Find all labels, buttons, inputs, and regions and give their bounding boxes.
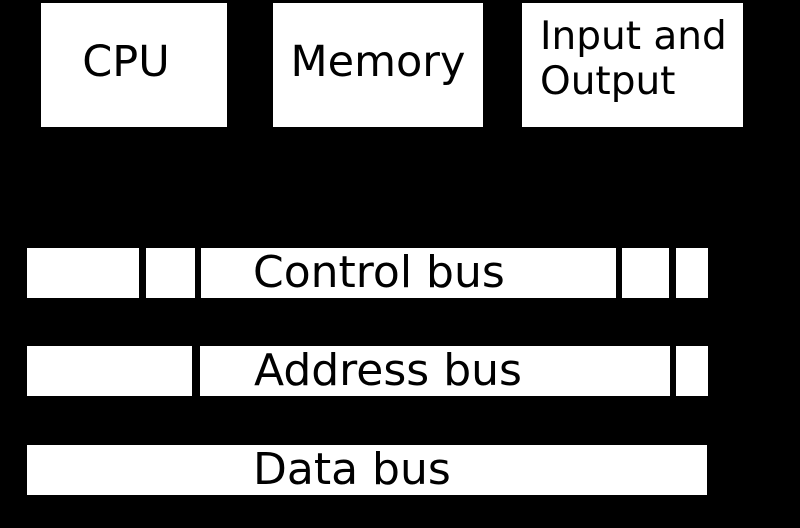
bus-connector-gap <box>195 248 201 298</box>
memory-label: Memory <box>290 37 466 88</box>
bus-connector-gap <box>616 248 622 298</box>
input-output-label: Input and Output <box>540 14 727 104</box>
bus-connector-gap <box>669 248 676 298</box>
memory-box: Memory <box>273 3 483 127</box>
control-bus-label: Control bus <box>253 247 505 298</box>
bus-connector-gap <box>192 346 200 396</box>
cpu-label: CPU <box>82 37 170 88</box>
data-bus-label: Data bus <box>253 444 451 495</box>
input-output-box: Input and Output <box>522 3 743 127</box>
bus-connector-gap <box>139 248 146 298</box>
bus-connector-gap <box>670 346 676 396</box>
address-bus-label: Address bus <box>254 345 522 396</box>
address-bus-bar <box>27 346 708 396</box>
data-bus-bar <box>27 445 707 495</box>
cpu-box: CPU <box>41 3 227 127</box>
control-bus-bar <box>27 248 708 298</box>
